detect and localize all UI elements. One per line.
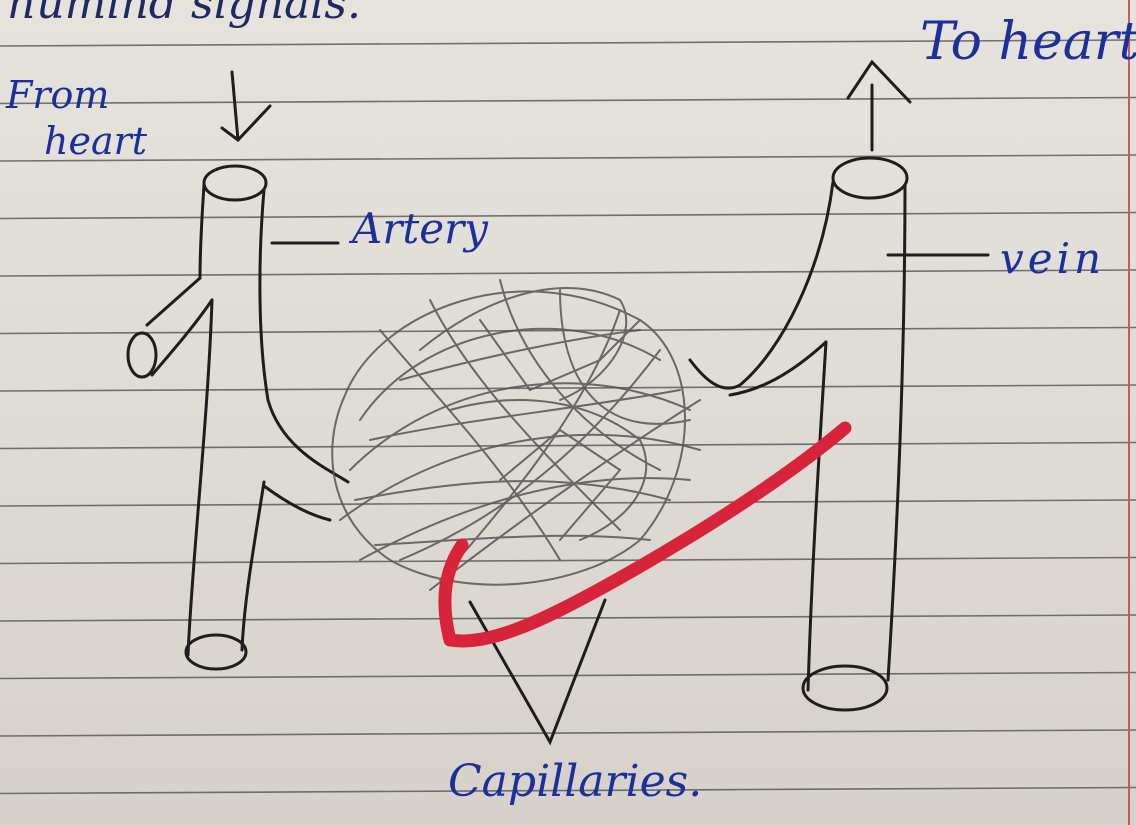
vein-label: vein (1000, 238, 1105, 280)
from-heart-line-2: heart (6, 118, 147, 164)
from-heart-line-1: From (6, 72, 147, 118)
vein-drawing (690, 158, 907, 710)
to-heart-label: To heart (920, 16, 1136, 68)
artery-label: Artery (352, 208, 488, 250)
down-arrow-icon (222, 72, 270, 140)
capillaries-label: Capillaries. (448, 760, 702, 804)
artery-drawing (128, 166, 348, 669)
up-arrow-icon (848, 62, 910, 150)
capillary-network (332, 280, 700, 590)
from-heart-label: From heart (6, 72, 147, 164)
